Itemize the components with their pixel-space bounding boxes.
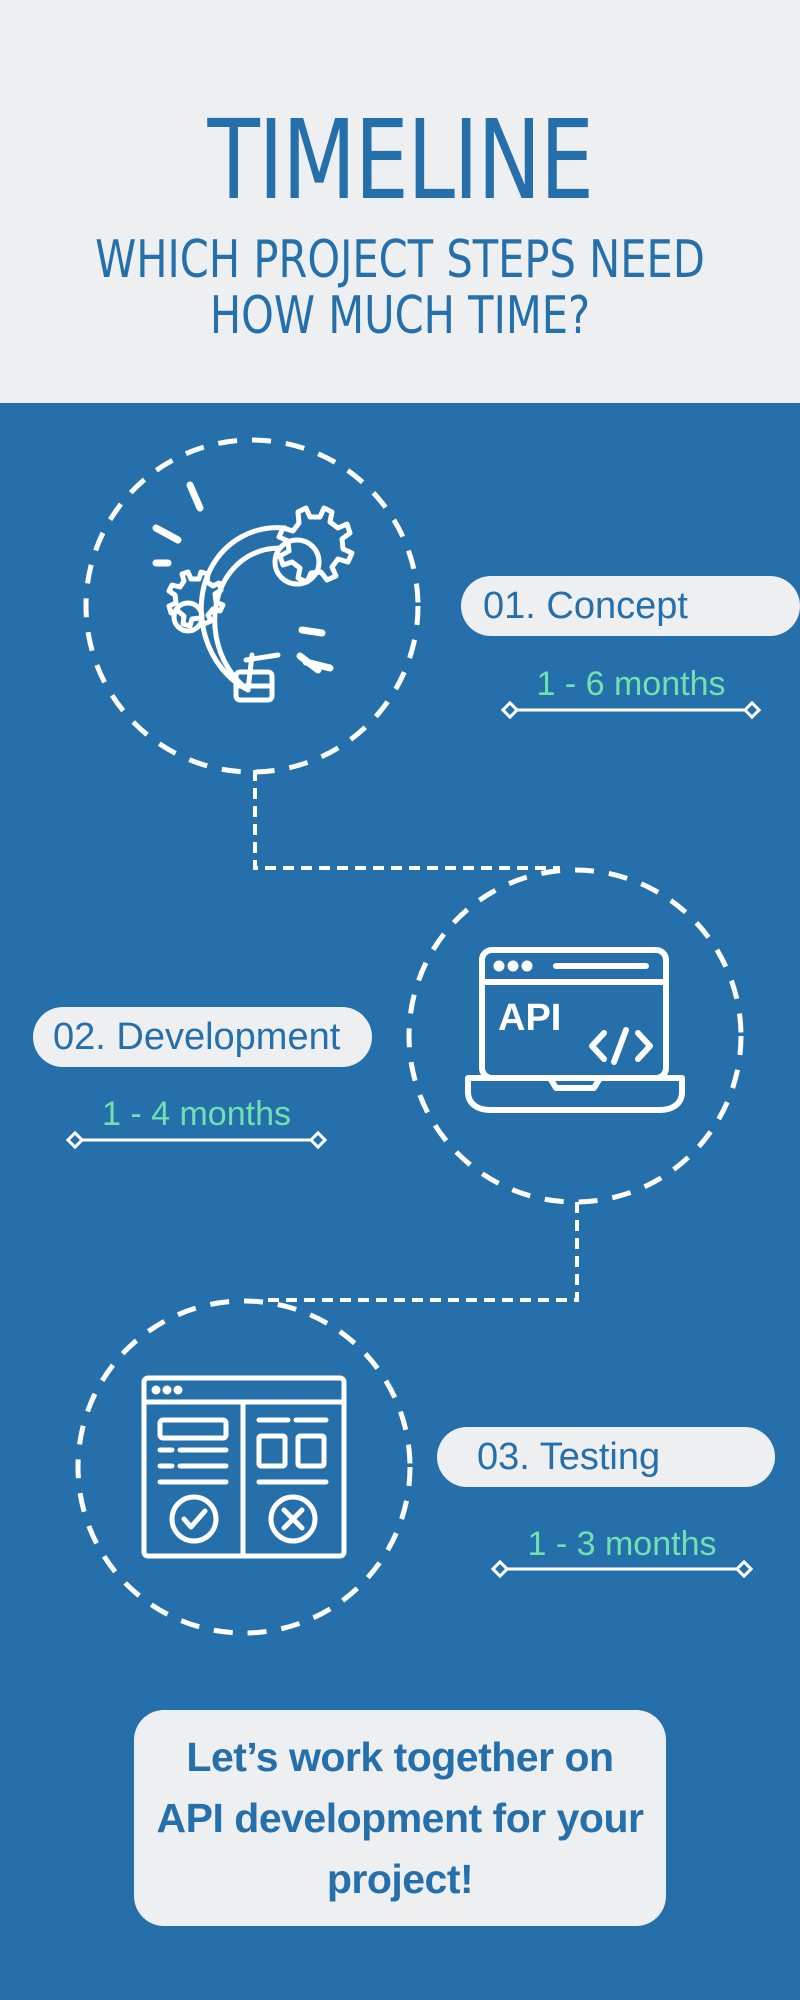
duration-underline-2 [65, 1130, 328, 1150]
step-1-circle [83, 437, 421, 775]
page-title: TIMELINE [207, 96, 595, 224]
step-1-label: 01. Concept [461, 576, 800, 636]
cta-box: Let’s work together on API development f… [134, 1710, 666, 1926]
subtitle-line-2: HOW MUCH TIME? [209, 286, 591, 346]
connector-line-1 [253, 770, 560, 870]
laptop-api-icon: API [465, 947, 685, 1113]
step-3-duration: 1 - 3 months [527, 1525, 717, 1563]
step-3-label: 03. Testing [437, 1427, 775, 1487]
step-2-duration: 1 - 4 months [102, 1095, 291, 1133]
test-window-icon [141, 1375, 347, 1559]
duration-underline-3 [490, 1559, 754, 1579]
step-1-duration: 1 - 6 months [536, 665, 726, 703]
duration-underline-1 [500, 700, 762, 720]
page-subtitle: WHICH PROJECT STEPS NEED HOW MUCH TIME? [80, 232, 720, 344]
header-band: TIMELINE WHICH PROJECT STEPS NEED HOW MU… [0, 0, 800, 403]
step-3-circle [75, 1298, 413, 1636]
subtitle-line-1: WHICH PROJECT STEPS NEED [95, 230, 705, 290]
step-2-label: 02. Development [33, 1007, 372, 1067]
laptop-api-text: API [498, 997, 561, 1039]
cta-text: Let’s work together on API development f… [156, 1733, 644, 1902]
connector-line-2 [262, 1202, 579, 1302]
step-2-circle [406, 867, 744, 1205]
lightbulb-gears-icon [152, 481, 355, 703]
